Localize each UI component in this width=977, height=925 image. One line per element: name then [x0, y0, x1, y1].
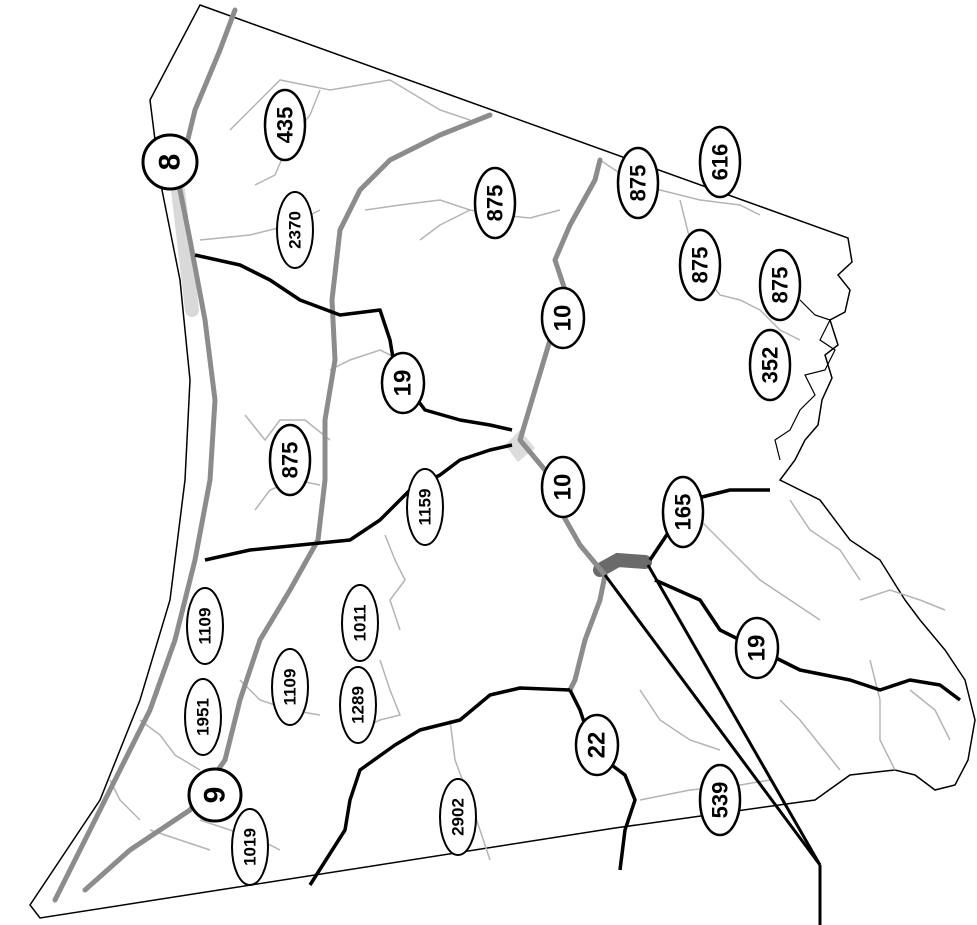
- svg-text:875: 875: [278, 442, 303, 479]
- svg-text:165: 165: [671, 494, 696, 531]
- svg-text:8: 8: [154, 154, 187, 171]
- route-label-1019: 1019: [231, 808, 269, 886]
- svg-text:19: 19: [744, 635, 771, 662]
- svg-text:435: 435: [273, 107, 298, 144]
- route-label-1289: 1289: [339, 666, 377, 744]
- svg-text:539: 539: [708, 782, 733, 819]
- svg-text:352: 352: [758, 347, 783, 384]
- route-label-10-lower: 10: [540, 455, 586, 519]
- callout-leader-lines: [603, 564, 822, 925]
- svg-text:2370: 2370: [286, 211, 305, 249]
- svg-text:1011: 1011: [351, 605, 370, 642]
- svg-text:1159: 1159: [416, 489, 435, 526]
- route-label-875-far-east: 875: [758, 248, 802, 322]
- route-label-165: 165: [661, 475, 705, 549]
- route-label-1951: 1951: [184, 678, 222, 756]
- route-label-22: 22: [574, 713, 620, 777]
- route-shield-8: 8: [141, 133, 199, 191]
- shoreline: [774, 299, 836, 461]
- svg-text:875: 875: [768, 267, 793, 304]
- svg-text:10: 10: [550, 305, 577, 332]
- highlight-junction: [505, 430, 535, 462]
- svg-text:1109: 1109: [196, 608, 215, 645]
- route-shield-9: 9: [187, 767, 243, 823]
- svg-text:10: 10: [550, 474, 577, 501]
- svg-text:9: 9: [199, 787, 232, 804]
- svg-text:1289: 1289: [349, 686, 368, 724]
- route-label-1109-west: 1109: [186, 587, 224, 665]
- route-label-875-east: 875: [678, 228, 722, 302]
- svg-text:875: 875: [688, 247, 713, 284]
- route-label-1109-east: 1109: [271, 648, 309, 726]
- svg-text:2902: 2902: [449, 798, 468, 836]
- county-lines: [194, 253, 962, 886]
- svg-text:875: 875: [483, 185, 508, 222]
- route-label-352: 352: [748, 328, 792, 402]
- route-10: [517, 157, 608, 693]
- route-label-875-central: 875: [473, 166, 517, 240]
- route-8: [52, 7, 238, 903]
- route-label-1159: 1159: [406, 468, 444, 546]
- route-label-19-south: 19: [734, 616, 780, 680]
- route-label-539: 539: [698, 763, 742, 837]
- route-label-19-north: 19: [380, 351, 426, 415]
- svg-text:616: 616: [708, 144, 733, 181]
- svg-text:875: 875: [626, 165, 651, 202]
- route-label-875-northeast: 875: [616, 146, 660, 220]
- route-label-2370: 2370: [276, 191, 314, 269]
- svg-text:19: 19: [390, 370, 417, 397]
- highlight-north: [171, 183, 199, 317]
- svg-text:1019: 1019: [241, 828, 260, 866]
- county-boundary: [29, 4, 976, 919]
- route-label-2902: 2902: [439, 778, 477, 856]
- route-label-10-upper: 10: [540, 286, 586, 350]
- svg-text:1109: 1109: [281, 669, 300, 706]
- route-label-616: 616: [698, 125, 742, 199]
- route-label-1011: 1011: [341, 584, 379, 662]
- svg-text:1951: 1951: [194, 698, 213, 736]
- highlight-focus-segment: [593, 552, 652, 577]
- route-label-435: 435: [263, 88, 307, 162]
- svg-text:22: 22: [584, 732, 611, 759]
- route-label-875-west: 875: [268, 423, 312, 497]
